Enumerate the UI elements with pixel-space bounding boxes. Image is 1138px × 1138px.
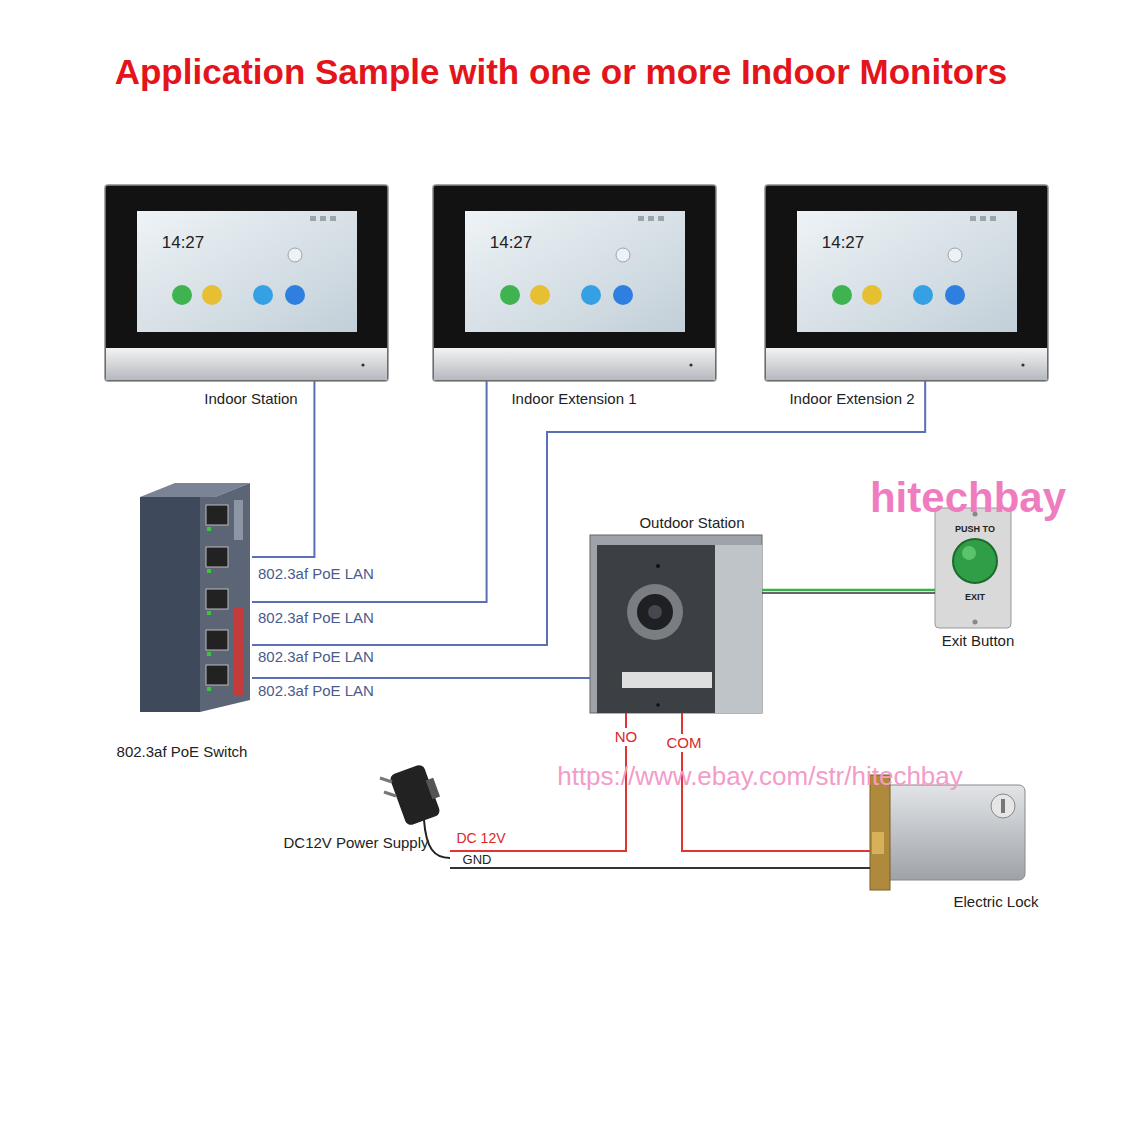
wire-label: 802.3af PoE LAN: [258, 682, 374, 700]
lan-port: [206, 547, 228, 567]
indoor-monitor: [105, 185, 388, 381]
button-text: EXIT: [965, 592, 985, 603]
electric-lock: [870, 775, 1025, 890]
plug-prong: [380, 778, 392, 782]
port-led: [207, 527, 211, 531]
port-led: [207, 652, 211, 656]
device-label: 802.3af PoE Switch: [117, 743, 248, 761]
station-side: [715, 545, 762, 713]
wire-connector: [252, 381, 314, 557]
device-label: Outdoor Station: [639, 514, 744, 532]
mic-hole: [656, 703, 660, 707]
wire-label: 802.3af PoE LAN: [258, 609, 374, 627]
button-plate: [935, 508, 1011, 628]
wire-connector: [252, 678, 590, 679]
adapter-label: [426, 778, 440, 800]
screen-clock: 14:27: [490, 233, 533, 253]
wire-line: [762, 592, 935, 594]
screen-clock: 14:27: [162, 233, 205, 253]
screw: [973, 620, 978, 625]
port-led: [207, 687, 211, 691]
port-led: [207, 569, 211, 573]
terminal-label: NO: [613, 728, 640, 746]
camera-lens: [648, 605, 662, 619]
station-housing: [590, 535, 762, 713]
indoor-monitor: [765, 185, 1048, 381]
station-front: [597, 545, 715, 713]
call-button: [622, 672, 712, 688]
device-label: Indoor Station: [204, 390, 297, 408]
device-label: Indoor Extension 2: [789, 390, 914, 408]
latch-bolt: [872, 832, 884, 854]
wire-line: [252, 677, 590, 679]
watermark: hitechbay: [870, 473, 1066, 523]
port-led: [207, 611, 211, 615]
poe-switch: [140, 483, 250, 712]
lock-faceplate: [870, 775, 890, 890]
diagram-title: Application Sample with one or more Indo…: [115, 51, 1008, 93]
wire-line: [252, 381, 925, 645]
watermark-url: https://www.ebay.com/str/hitechbay: [557, 761, 963, 792]
wire-label: GND: [461, 853, 494, 866]
outdoor-station: [590, 535, 762, 713]
switch-front: [200, 483, 250, 712]
switch-side: [140, 497, 200, 712]
wire-label: 802.3af PoE LAN: [258, 565, 374, 583]
wire-connector: [762, 590, 935, 593]
wire-connector: [252, 381, 487, 602]
screen-clock: 14:27: [822, 233, 865, 253]
lock-body: [880, 785, 1025, 880]
lan-port: [206, 630, 228, 650]
wire-connector: [450, 868, 870, 869]
poe-strip: [234, 608, 243, 696]
indoor-extension: Indoor Extension 2: [765, 185, 1046, 381]
push-button: [953, 539, 997, 583]
power-supply: DC12V Power Supply: [380, 760, 450, 872]
device-label: Electric Lock: [953, 893, 1038, 911]
poe-switch: 802.3af PoE Switch: [140, 483, 252, 712]
exit-button: [935, 508, 1011, 628]
indoor-extension: Indoor Extension 1: [433, 185, 715, 381]
wire-label: COM: [665, 734, 704, 752]
plug-prong: [384, 792, 396, 796]
indoor-monitor: [433, 185, 716, 381]
outdoor-station: Outdoor Station: [590, 535, 762, 713]
camera-ring: [627, 584, 683, 640]
wire-line: [252, 381, 314, 557]
wire-line: [762, 589, 935, 592]
camera-lens: [637, 594, 673, 630]
sensor-hole: [656, 564, 660, 568]
lan-port: [206, 589, 228, 609]
device-label: Exit Button: [942, 632, 1015, 650]
key-slot: [1001, 799, 1005, 813]
adapter-body: [389, 763, 441, 826]
wire-label: DC 12V: [456, 830, 505, 847]
wire-line: [252, 381, 487, 602]
switch-label-plate: [234, 500, 243, 540]
device-label: DC12V Power Supply: [283, 834, 428, 852]
device-label: Indoor Extension 1: [511, 390, 636, 408]
wire-line: [450, 867, 870, 869]
wire-connector: [252, 381, 925, 645]
button-text: PUSH TO: [955, 524, 995, 535]
key-cylinder: [991, 794, 1015, 818]
lan-port: [206, 505, 228, 525]
wire-label: 802.3af PoE LAN: [258, 648, 374, 666]
lan-port: [206, 665, 228, 685]
button-highlight: [962, 546, 976, 560]
indoor-station: Indoor Station: [105, 185, 388, 381]
